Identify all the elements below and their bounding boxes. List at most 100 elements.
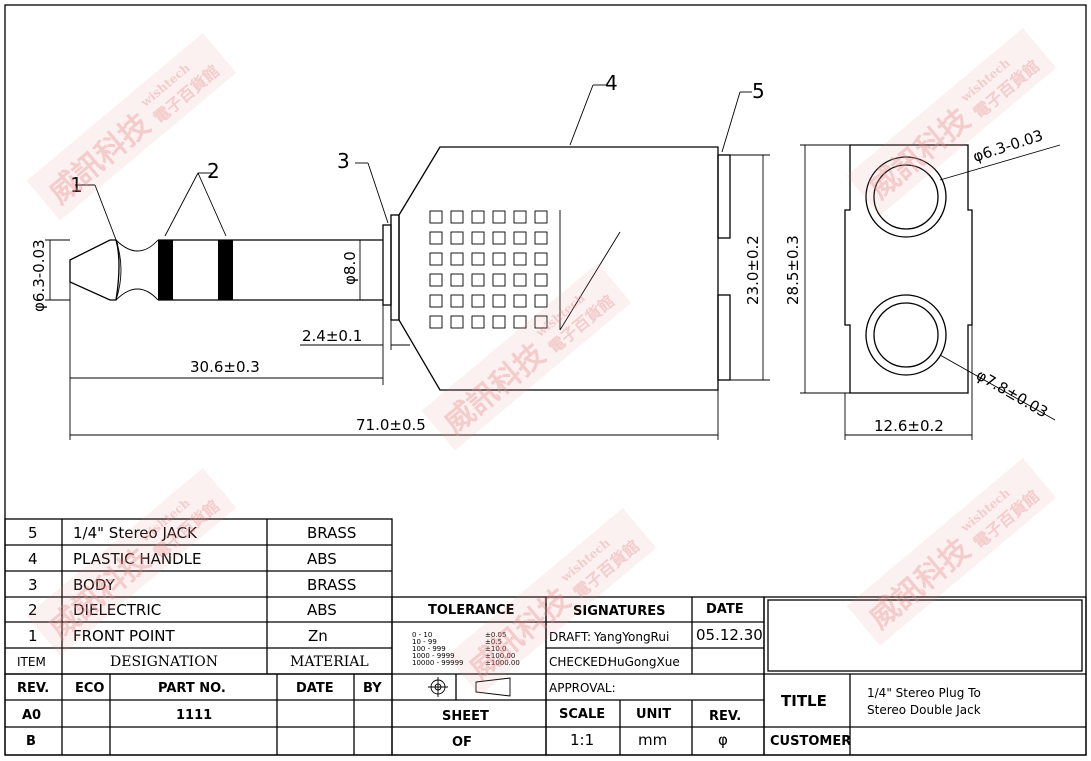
rev-header-by: BY <box>363 681 382 696</box>
rev-header-rev: REV. <box>17 681 49 696</box>
rev-value: φ <box>718 731 728 749</box>
plug-tip <box>69 239 120 301</box>
grip-cell <box>513 294 527 308</box>
dim-end-w: 12.6±0.2 <box>874 417 944 435</box>
grip-cell <box>450 315 464 329</box>
tolerance-range: 100 - 999 <box>412 645 446 653</box>
bom-header-item: ITEM <box>17 655 46 669</box>
rev-header-eco: ECO <box>75 681 104 696</box>
dim-plug-dia: φ6.3-0.03 <box>30 239 48 312</box>
bom-row-2-no: 2 <box>28 601 38 619</box>
dielectric-ring-1 <box>158 240 173 300</box>
grip-cell <box>450 294 464 308</box>
scale-value: 1:1 <box>570 731 594 749</box>
draft-date: 05.12.30 <box>696 626 763 644</box>
approval-label: APPROVAL: <box>549 681 616 695</box>
grip-cell <box>534 210 548 224</box>
grip-cell <box>492 252 506 266</box>
bom-row-3-no: 3 <box>28 576 38 594</box>
tolerance-value: ±100.00 <box>485 652 515 660</box>
dim-body-h: 23.0±0.2 <box>744 235 762 305</box>
signatures-block <box>545 596 765 756</box>
title-line-2: Stereo Double Jack <box>867 703 981 717</box>
grip-cell <box>429 252 443 266</box>
draft-name: YangYongRui <box>593 630 669 644</box>
dim-jack-bot: φ7.8±0.03 <box>973 366 1051 421</box>
end-view <box>844 144 973 394</box>
dimension-lines <box>45 84 1061 440</box>
grip-cell <box>450 252 464 266</box>
grip-cell <box>492 315 506 329</box>
grip-cell <box>534 231 548 245</box>
jack-plate <box>717 154 731 239</box>
bom-row-5-material: BRASS <box>307 524 356 542</box>
dielectric-ring-2 <box>218 240 233 300</box>
bom-row-4-material: ABS <box>307 550 337 568</box>
grip-cell <box>492 294 506 308</box>
tolerance-title: TOLERANCE <box>428 603 514 618</box>
draft-label: DRAFT: <box>549 630 591 644</box>
callouts: 1 2 3 4 5 <box>70 71 765 197</box>
grip-cell <box>534 294 548 308</box>
grip-cell <box>429 231 443 245</box>
tolerance-range: 10 - 99 <box>412 638 437 646</box>
tolerance-value: ±1000.00 <box>485 659 520 667</box>
of-label: OF <box>452 735 472 750</box>
side-view <box>69 146 731 391</box>
grip-cell <box>429 294 443 308</box>
rev-row-b: B <box>26 734 36 749</box>
callout-2: 2 <box>207 159 220 183</box>
grip-cell <box>513 315 527 329</box>
dim-end-h: 28.5±0.3 <box>784 235 802 305</box>
rev-header-part: PART NO. <box>158 681 226 696</box>
tolerance-value: ±0.05 <box>485 631 506 639</box>
grip-cell <box>513 252 527 266</box>
sheet-label: SHEET <box>442 709 489 724</box>
callout-1: 1 <box>70 173 83 197</box>
grip-cell <box>534 315 548 329</box>
tolerance-range: 10000 - 99999 <box>412 659 464 667</box>
grip-cell <box>534 273 548 287</box>
end-view-outline <box>844 144 973 394</box>
checked-name: HuGongXue <box>608 655 680 669</box>
bom-row-1-no: 1 <box>28 627 38 645</box>
signatures-text: SIGNATURES DATE DRAFT: YangYongRui 05.12… <box>549 602 763 749</box>
grip-grid <box>429 210 548 329</box>
customer-label: CUSTOMER <box>770 734 851 749</box>
bom-table <box>4 518 393 675</box>
bom-row-2-designation: DIELECTRIC <box>73 601 161 619</box>
grip-cell <box>534 252 548 266</box>
grip-cell <box>471 252 485 266</box>
grip-cell <box>429 210 443 224</box>
rev-row-a0: A0 <box>22 708 41 723</box>
grip-cell <box>492 273 506 287</box>
tolerance-range: 0 - 10 <box>412 631 432 639</box>
bom-row-5-no: 5 <box>28 524 38 542</box>
title-text: TITLE 1/4" Stereo Plug To Stereo Double … <box>770 686 981 749</box>
grip-cell <box>471 273 485 287</box>
grip-cell <box>513 210 527 224</box>
tolerance-value: ±0.5 <box>485 638 502 646</box>
rev-label: REV. <box>709 709 741 724</box>
rev-row-a0-part: 1111 <box>176 708 212 723</box>
tolerance-text: TOLERANCE 0 - 10 ±0.05 10 - 99 ±0.5 100 - 99… <box>412 603 520 750</box>
signatures-title: SIGNATURES <box>573 604 665 619</box>
projection-symbol-cone <box>475 677 511 697</box>
bom-row-1-material: Zn <box>308 627 328 645</box>
grip-cell <box>513 231 527 245</box>
tolerance-block <box>391 596 547 756</box>
grip-cell <box>429 315 443 329</box>
unit-value: mm <box>638 731 667 749</box>
date-title: DATE <box>706 602 744 617</box>
dim-shaft-dia: φ8.0 <box>341 251 359 285</box>
watermarks: 威訊科技wishtech電子百貨館威訊科技wishtech電子百貨館威訊科技wi… <box>26 27 1057 696</box>
callout-5: 5 <box>752 79 765 103</box>
rev-header-date: DATE <box>296 681 334 696</box>
bom-header-material: MATERIAL <box>290 654 369 670</box>
dim-plug-len: 30.6±0.3 <box>190 358 260 376</box>
callout-4: 4 <box>605 71 618 95</box>
